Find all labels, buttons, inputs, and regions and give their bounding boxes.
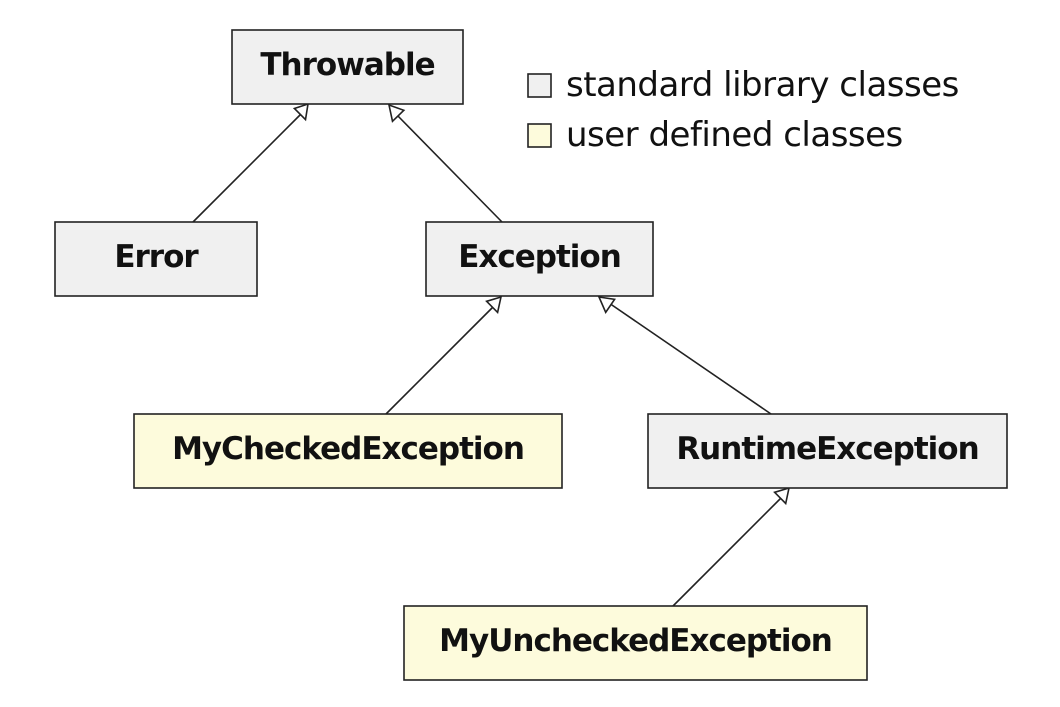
inheritance-edges <box>192 102 791 607</box>
class-label: MyCheckedException <box>172 431 524 467</box>
class-label: Exception <box>458 239 621 275</box>
edge-line <box>385 305 495 415</box>
edge-runtimeexception-to-exception <box>597 295 772 415</box>
edge-line <box>192 112 303 223</box>
inheritance-arrow-icon <box>597 295 616 314</box>
edge-mycheckedexception-to-exception <box>385 295 503 415</box>
legend-swatch-standard <box>527 73 552 98</box>
legend: standard library classes user defined cl… <box>527 65 959 155</box>
class-node-mycheckedexception: MyCheckedException <box>133 413 563 489</box>
edge-error-to-throwable <box>192 102 309 223</box>
class-box <box>133 413 563 489</box>
edge-line <box>395 113 503 223</box>
class-label: MyUncheckedException <box>439 623 832 659</box>
legend-label-user: user defined classes <box>566 115 903 155</box>
edge-line <box>672 496 783 607</box>
class-node-throwable: Throwable <box>231 29 464 105</box>
edge-exception-to-throwable <box>387 103 503 223</box>
class-node-runtimeexception: RuntimeException <box>647 413 1008 489</box>
inheritance-arrow-icon <box>292 102 309 122</box>
edge-line <box>608 302 772 415</box>
inheritance-arrow-icon <box>773 486 791 506</box>
edge-myuncheckedexception-to-runtimeexception <box>672 486 791 607</box>
class-node-exception: Exception <box>425 221 654 297</box>
class-node-myuncheckedexception: MyUncheckedException <box>403 605 868 681</box>
class-label: Throwable <box>260 47 434 83</box>
inheritance-arrow-icon <box>485 295 503 315</box>
class-box <box>54 221 258 297</box>
legend-item-user: user defined classes <box>527 115 903 155</box>
class-box <box>403 605 868 681</box>
class-label: Error <box>114 239 199 275</box>
legend-item-standard: standard library classes <box>527 65 959 105</box>
class-box <box>231 29 464 105</box>
inheritance-arrow-icon <box>387 103 406 123</box>
class-box <box>425 221 654 297</box>
class-node-error: Error <box>54 221 258 297</box>
class-box <box>647 413 1008 489</box>
legend-label-standard: standard library classes <box>566 65 959 105</box>
legend-swatch-user <box>527 123 552 148</box>
class-label: RuntimeException <box>676 431 978 467</box>
